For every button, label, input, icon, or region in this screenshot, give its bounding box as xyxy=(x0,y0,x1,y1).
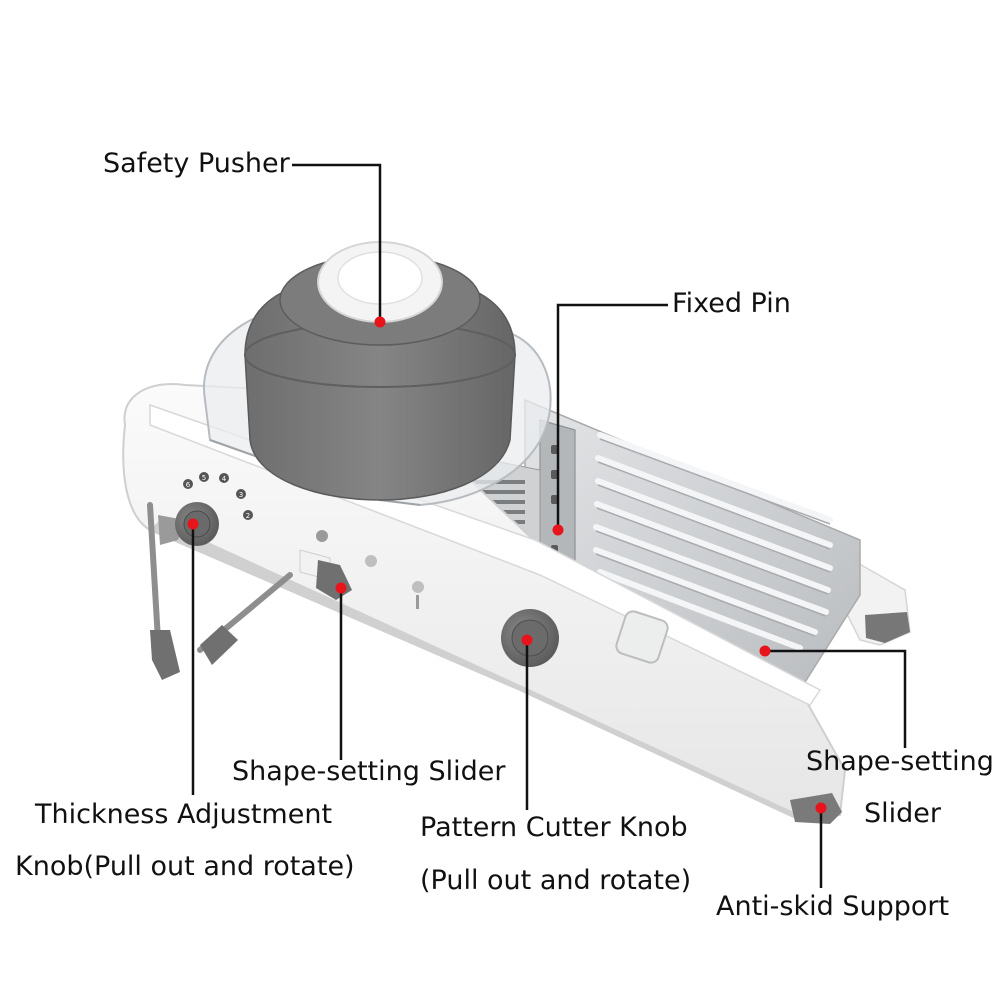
label-thickness-knob-line2: Knob(Pull out and rotate) xyxy=(15,851,355,882)
dial-number: 6 xyxy=(186,481,191,489)
marker-safety-pusher xyxy=(374,316,386,328)
leader-safety-pusher xyxy=(292,163,382,322)
dial-number: 2 xyxy=(246,512,250,520)
marker-thickness-knob xyxy=(187,518,199,530)
marker-fixed-pin xyxy=(552,524,564,536)
dial-number: 3 xyxy=(239,491,243,499)
leader-fixed-pin xyxy=(556,303,668,530)
right-foot-pad xyxy=(865,612,910,643)
label-pattern-knob-line2: (Pull out and rotate) xyxy=(420,865,692,896)
deck-rib-shadows xyxy=(595,438,831,637)
marker-pattern-knob xyxy=(521,634,533,646)
label-shape-slider-mid: Shape-setting Slider xyxy=(232,756,506,787)
label-thickness-knob-line1: Thickness Adjustment xyxy=(35,799,333,830)
marker-dots xyxy=(187,316,827,814)
leader-lines xyxy=(191,163,907,888)
slicer-illustration xyxy=(122,241,911,824)
dial-number: 5 xyxy=(202,474,206,482)
body-underside xyxy=(150,520,800,820)
label-shape-slider-right-line1: Shape-setting xyxy=(806,746,994,777)
dial-number: 4 xyxy=(222,475,227,483)
main-body xyxy=(122,383,847,822)
label-antiskid: Anti-skid Support xyxy=(716,891,950,922)
stand-feet xyxy=(150,625,238,680)
leader-shape-slider-right xyxy=(765,649,907,748)
label-pattern-knob-line1: Pattern Cutter Knob xyxy=(420,812,688,843)
deck-ribs xyxy=(593,432,833,651)
label-fixed-pin: Fixed Pin xyxy=(672,288,791,319)
window-indicator xyxy=(615,610,669,664)
body-icons xyxy=(316,530,424,609)
label-safety-pusher: Safety Pusher xyxy=(103,148,290,179)
marker-antiskid xyxy=(815,802,827,814)
marker-shape-slider-mid xyxy=(335,582,347,594)
marker-shape-slider-right xyxy=(759,645,771,657)
label-shape-slider-right-line2: Slider xyxy=(864,798,941,829)
thickness-dial-numbers xyxy=(183,472,253,520)
